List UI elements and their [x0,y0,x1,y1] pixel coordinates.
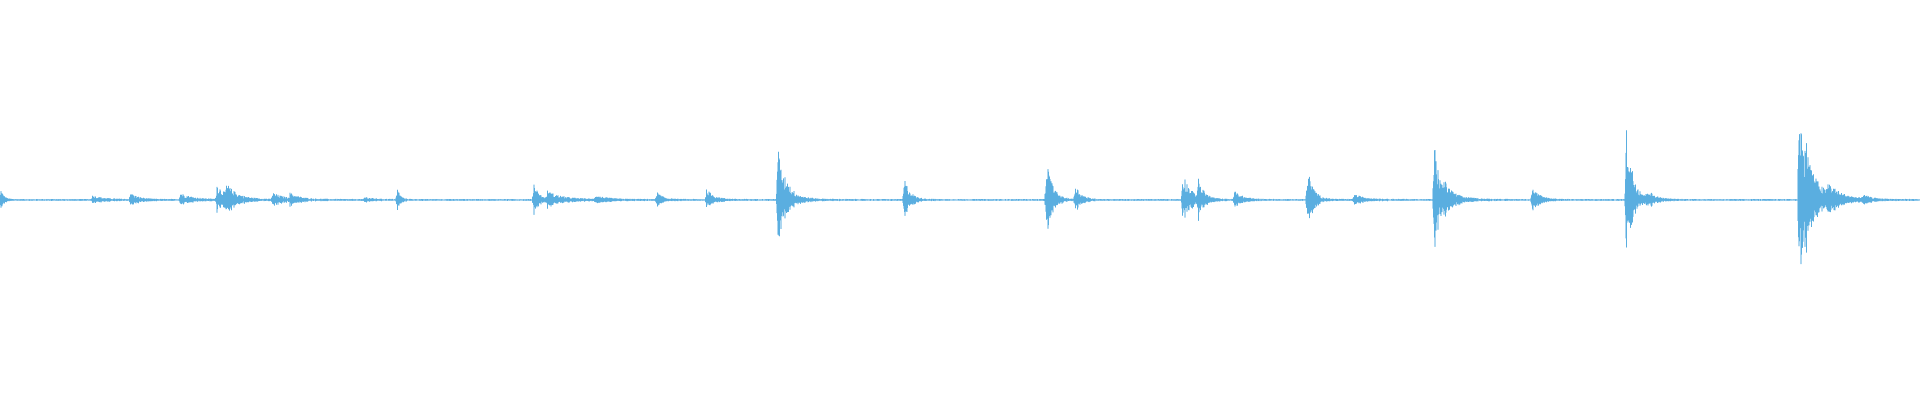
waveform-trace [0,130,1920,265]
